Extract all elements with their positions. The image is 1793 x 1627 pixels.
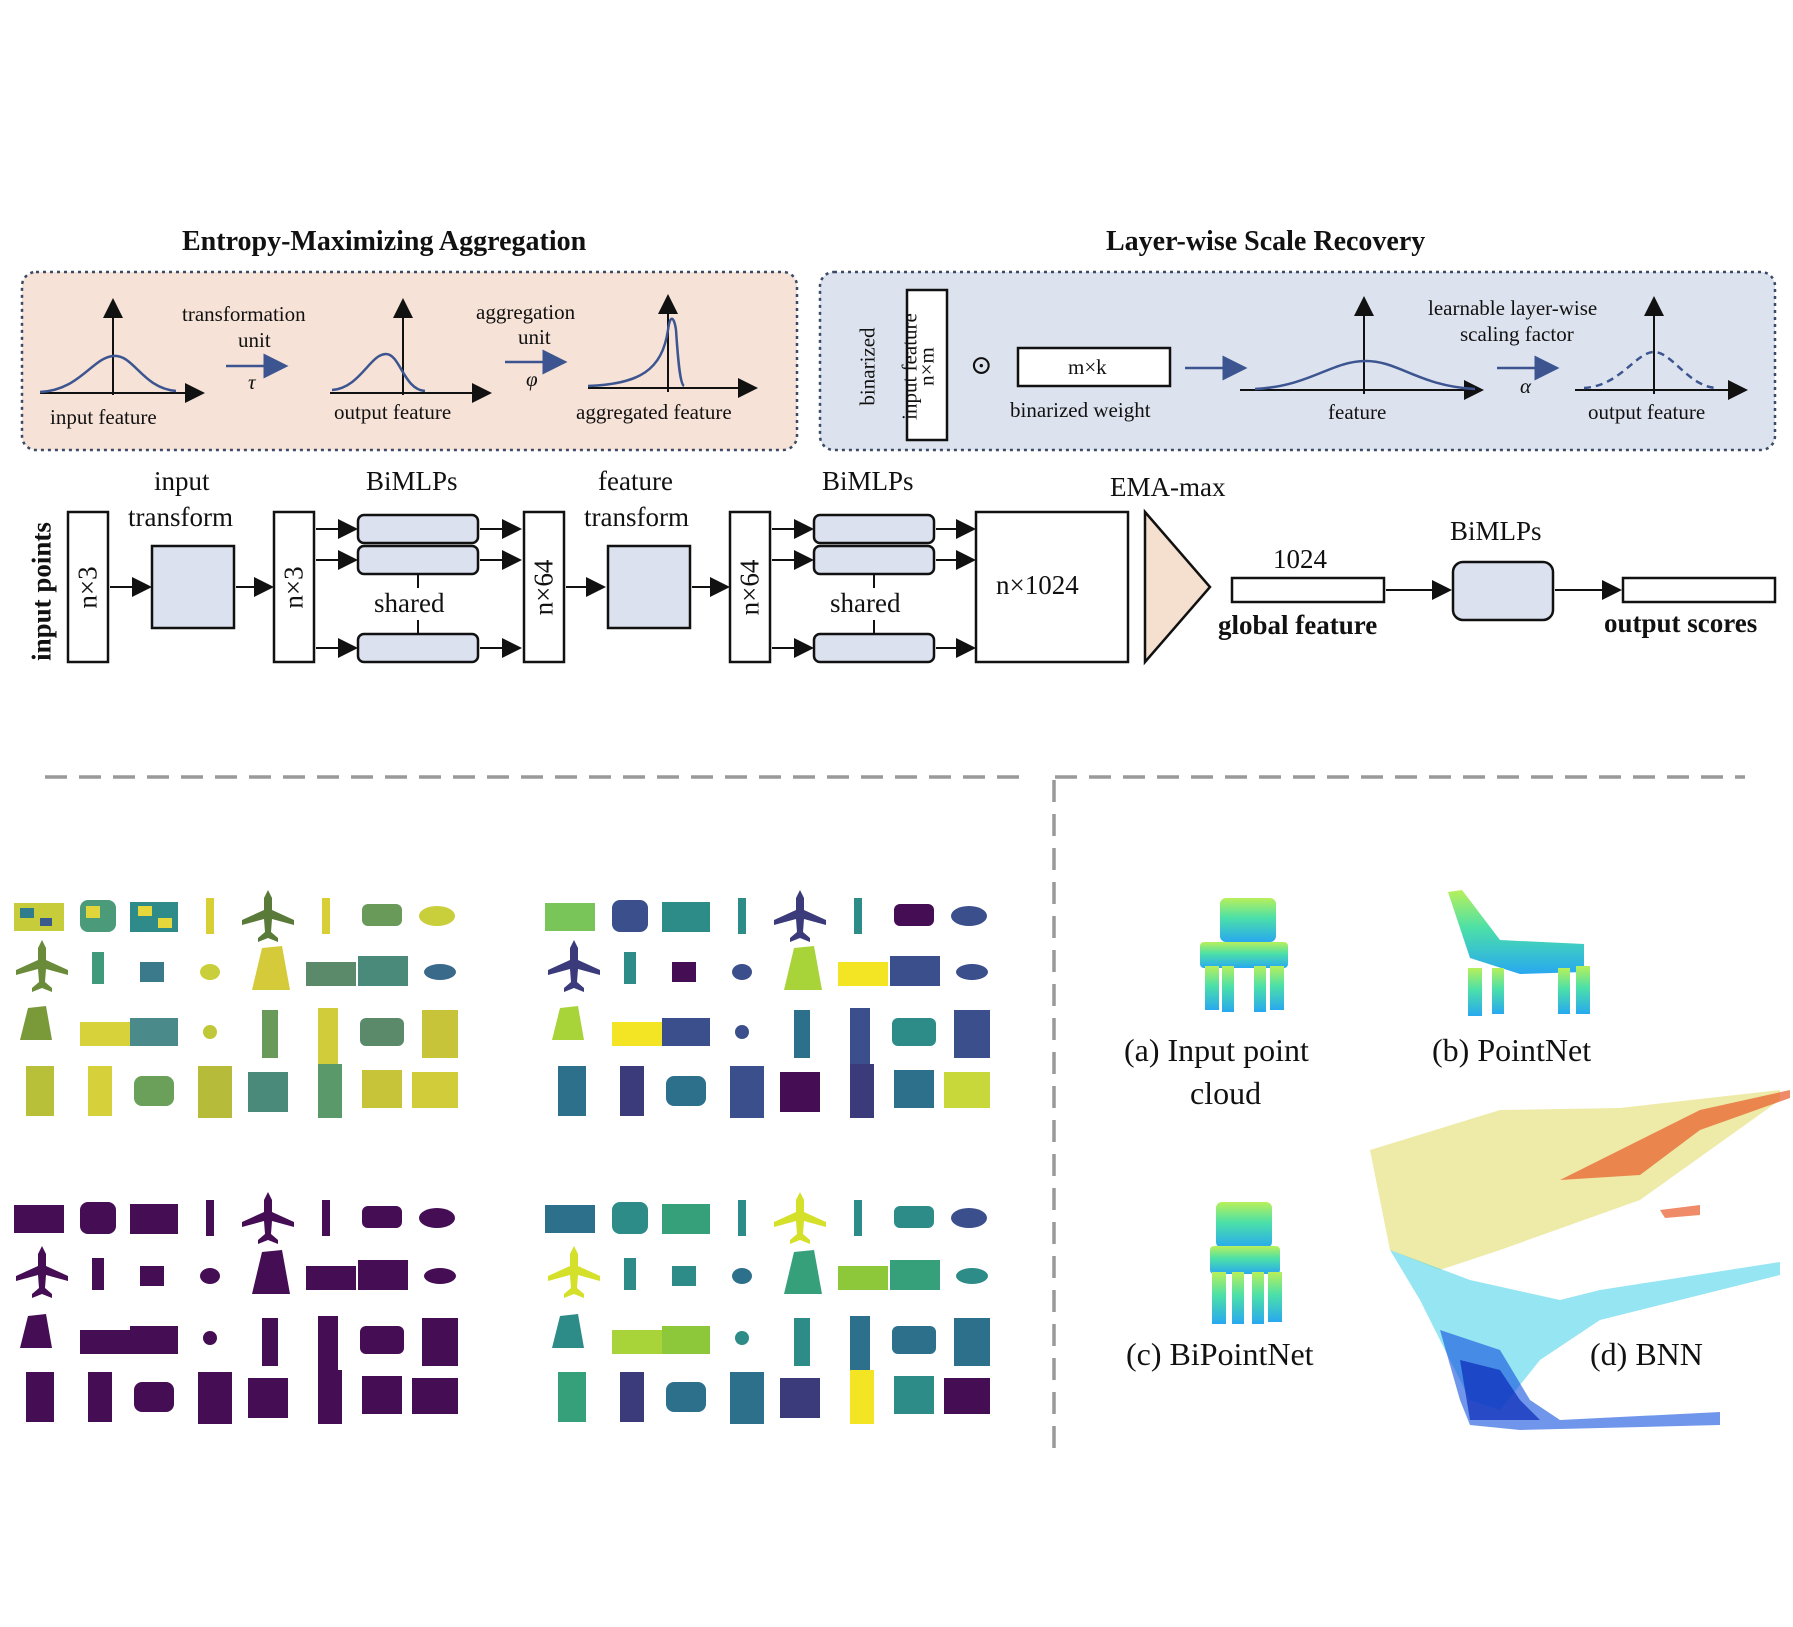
shared-label-2: shared [830, 588, 901, 618]
bipointnet-chair [1210, 1202, 1282, 1324]
nx3-label: n×3 [278, 566, 309, 609]
caption-a-line2: cloud [1190, 1075, 1262, 1111]
output-scores-bar [1621, 576, 1777, 604]
bimlps-group-1 [316, 513, 522, 664]
transformation-unit-label-2: unit [238, 328, 271, 352]
shapes-grid-2 [545, 890, 990, 1118]
input-transform-block [150, 544, 236, 630]
lsr-plot-feature [1240, 296, 1484, 400]
nx64-box-b [728, 510, 772, 664]
ema-panel [20, 270, 799, 452]
caption-c: (c) BiPointNet [1126, 1336, 1314, 1372]
lsr-title: Layer-wise Scale Recovery [1106, 226, 1426, 257]
input-transform-label-1: input [154, 466, 210, 496]
odot-symbol: ⊙ [970, 350, 993, 380]
shared-label-1: shared [374, 588, 445, 618]
nx64-label-b: n×64 [734, 559, 765, 616]
chair-icon [1200, 898, 1288, 1012]
global-feature-label: global feature [1218, 610, 1378, 640]
tau-symbol: τ [248, 370, 256, 394]
lsr-feature-label: feature [1328, 400, 1387, 424]
ema-max-triangle [1143, 508, 1212, 666]
pointnet-chair [1448, 890, 1590, 1016]
scaling-label-1: learnable layer-wise [1428, 296, 1598, 320]
feature-transform-block [606, 544, 692, 630]
binarized-weight-label: binarized weight [1010, 398, 1151, 422]
nx64-label-a: n×64 [528, 559, 559, 616]
lsr-input-box [905, 288, 949, 442]
aggregated-feature-label: aggregated feature [576, 400, 732, 424]
alpha-symbol: α [1520, 374, 1532, 398]
scaling-label-2: scaling factor [1460, 322, 1574, 346]
lsr-output-feature-label: output feature [1588, 400, 1706, 424]
caption-d: (d) BNN [1590, 1336, 1703, 1372]
shapes-grid-4 [545, 1192, 990, 1424]
output-scores-label: output scores [1604, 608, 1758, 638]
lsr-plot-output [1575, 296, 1748, 400]
aggregation-unit-label-2: unit [518, 325, 551, 349]
ema-plot-aggregated [587, 294, 758, 398]
bimlps-label-1: BiMLPs [366, 466, 458, 496]
bimlps-label-3: BiMLPs [1450, 516, 1542, 546]
bnn-point-cloud [1370, 1090, 1790, 1430]
lsr-weight-box [1016, 346, 1172, 388]
shapes-grid-3 [14, 1192, 458, 1424]
nx1024-box [974, 510, 1130, 664]
ema-max-label: EMA-max [1110, 472, 1226, 502]
feature-transform-label-1: feature [598, 466, 673, 496]
dim-1024-label: 1024 [1273, 544, 1327, 574]
feature-transform-label-2: transform [584, 502, 689, 532]
nx3-input-box [66, 510, 110, 664]
nx1024-label: n×1024 [996, 570, 1079, 600]
nx3-box [272, 510, 316, 664]
shapes-grid-1 [14, 890, 458, 1118]
ema-input-feature-label: input feature [50, 405, 157, 429]
ema-title: Entropy-Maximizing Aggregation [182, 226, 587, 257]
mxk-label: m×k [1068, 355, 1107, 379]
global-feature-bar [1230, 576, 1386, 604]
transformation-unit-label-1: transformation [182, 302, 306, 326]
nx3-input-label: n×3 [72, 566, 103, 609]
ema-output-feature-label: output feature [334, 400, 452, 424]
aggregation-unit-label-1: aggregation [476, 300, 576, 324]
ema-plot-output [330, 298, 492, 403]
caption-a-line1: (a) Input point [1124, 1032, 1309, 1068]
nxm-label: n×m [914, 347, 939, 386]
bimlps-block-3 [1451, 560, 1555, 622]
lsr-panel [818, 270, 1777, 452]
nx64-box-a [522, 510, 566, 664]
bimlps-group-2 [772, 513, 976, 664]
caption-b: (b) PointNet [1432, 1032, 1592, 1068]
input-transform-label-2: transform [128, 502, 233, 532]
binarized-input-label-1: binarized [855, 327, 880, 406]
bimlps-label-2: BiMLPs [822, 466, 914, 496]
input-points-label: input points [26, 522, 57, 661]
ema-plot-input [39, 298, 205, 403]
phi-symbol: φ [526, 367, 538, 391]
